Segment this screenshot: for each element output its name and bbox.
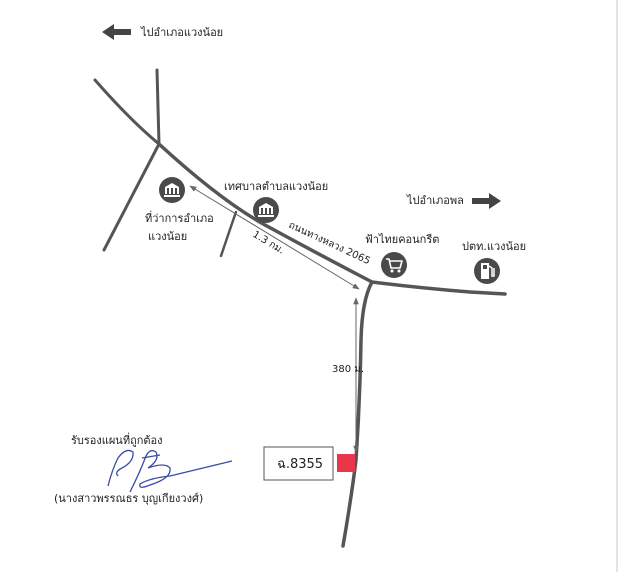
site-code-label: ฉ.8355 — [277, 457, 323, 472]
cart-glyph — [386, 258, 403, 269]
arrow-right-icon — [472, 193, 501, 209]
distance-vertical-label: 380 ม. — [332, 364, 364, 375]
place-municipality: เทศบาลตำบลแวงน้อย — [224, 180, 328, 223]
distance-vertical: 380 ม. — [332, 297, 364, 453]
ptt-label: ปตท.แวงน้อย — [462, 240, 526, 253]
building-glyph — [258, 203, 274, 217]
district-office-label-2: แวงน้อย — [148, 230, 187, 243]
certification-label: รับรองแผนที่ถูกต้อง — [71, 432, 163, 447]
pump-window — [483, 265, 487, 269]
shopping-cart-icon — [381, 252, 407, 278]
place-ptt: ปตท.แวงน้อย — [462, 240, 526, 284]
distance-diagonal-arrow — [189, 185, 360, 290]
site-marker: ฉ.8355 — [263, 446, 355, 481]
road-south — [341, 280, 374, 548]
signatory-label: (นางสาวพรรณธร บุญเกียงวงศ์) — [54, 492, 203, 505]
direction-left: ไปอำเภอแวงน้อย — [102, 24, 223, 40]
government-building-icon — [159, 177, 185, 203]
place-concrete: ฟ้าไทยคอนกรีต — [365, 233, 439, 278]
place-district-office: ที่ว่าการอำเภอ แวงน้อย — [145, 177, 214, 243]
arrow-left-icon — [102, 24, 131, 40]
road-southwest — [102, 142, 161, 252]
cart-wheel — [397, 269, 401, 273]
certification: รับรองแผนที่ถูกต้อง (นางสาวพรรณธร บุญเกี… — [54, 432, 233, 505]
road-side — [219, 210, 238, 258]
municipality-label: เทศบาลตำบลแวงน้อย — [224, 180, 328, 193]
direction-left-label: ไปอำเภอแวงน้อย — [140, 26, 223, 39]
building-glyph — [164, 183, 180, 197]
concrete-label: ฟ้าไทยคอนกรีต — [365, 233, 439, 246]
site-square — [337, 454, 355, 472]
direction-right: ไปอำเภอพล — [406, 193, 501, 209]
cart-wheel — [390, 269, 394, 273]
direction-right-label: ไปอำเภอพล — [406, 194, 464, 207]
road-north — [155, 68, 161, 146]
signature-icon — [107, 449, 233, 493]
district-office-label-1: ที่ว่าการอำเภอ — [145, 210, 214, 225]
road-northwest — [93, 78, 161, 146]
site-code-box — [263, 446, 334, 481]
government-building-icon — [253, 197, 279, 223]
pump-hose — [488, 265, 495, 277]
